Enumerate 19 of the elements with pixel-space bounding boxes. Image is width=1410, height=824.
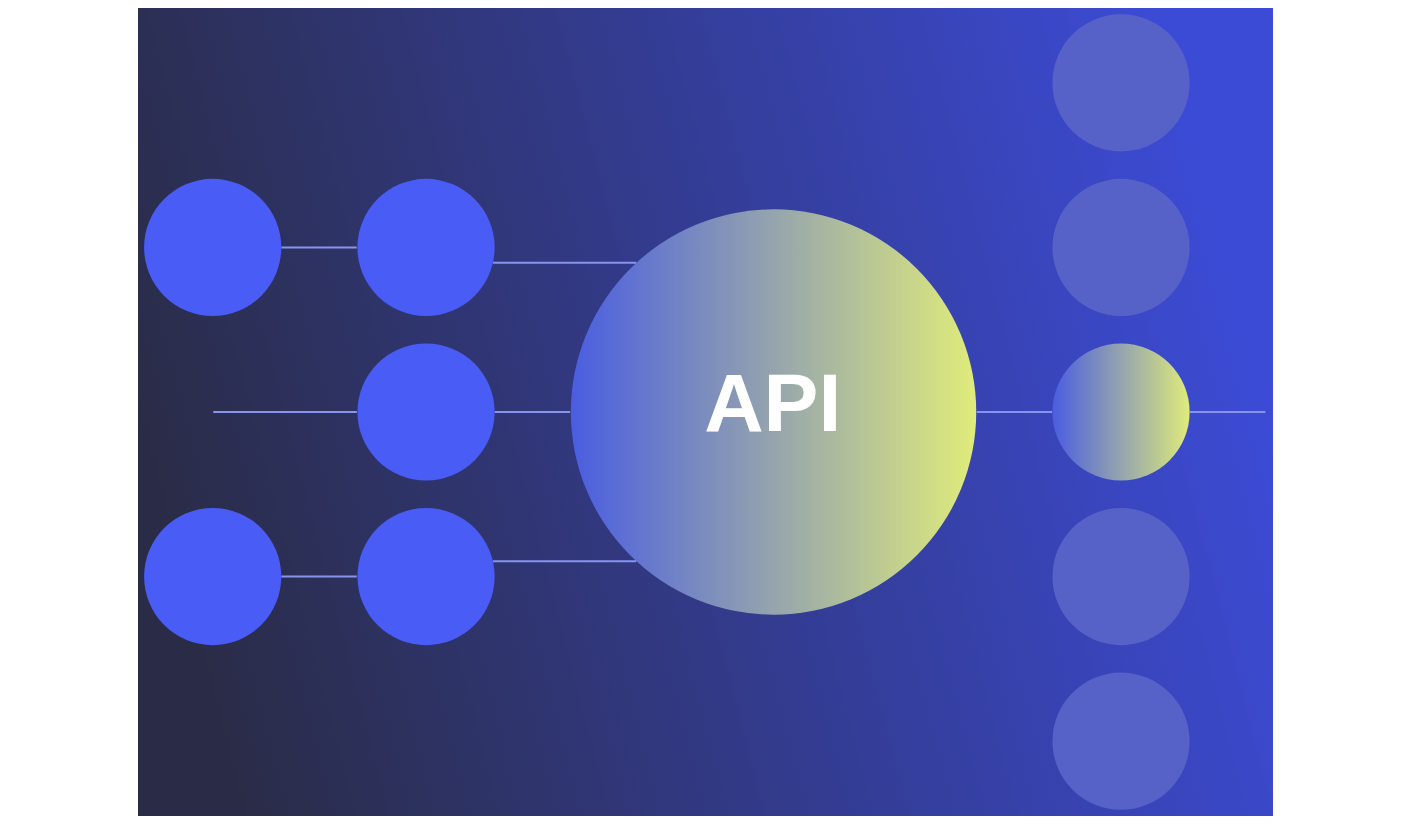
connector xyxy=(211,411,358,413)
node-circle xyxy=(143,178,281,316)
node-circle xyxy=(143,508,281,646)
node-circle: API xyxy=(570,209,976,615)
connector xyxy=(279,575,358,578)
node-circle xyxy=(1051,343,1190,481)
connector xyxy=(493,411,571,413)
node-circle xyxy=(1051,178,1190,316)
node-circle xyxy=(356,508,495,646)
node-circle xyxy=(1051,14,1190,152)
connector xyxy=(279,246,358,249)
node-circle xyxy=(1051,672,1190,810)
node-circle xyxy=(1051,508,1190,646)
connector xyxy=(975,411,1053,413)
connector xyxy=(491,560,637,563)
connector xyxy=(1188,411,1266,413)
connector xyxy=(491,261,637,264)
node-circle xyxy=(356,178,495,316)
node-circle xyxy=(356,343,495,481)
